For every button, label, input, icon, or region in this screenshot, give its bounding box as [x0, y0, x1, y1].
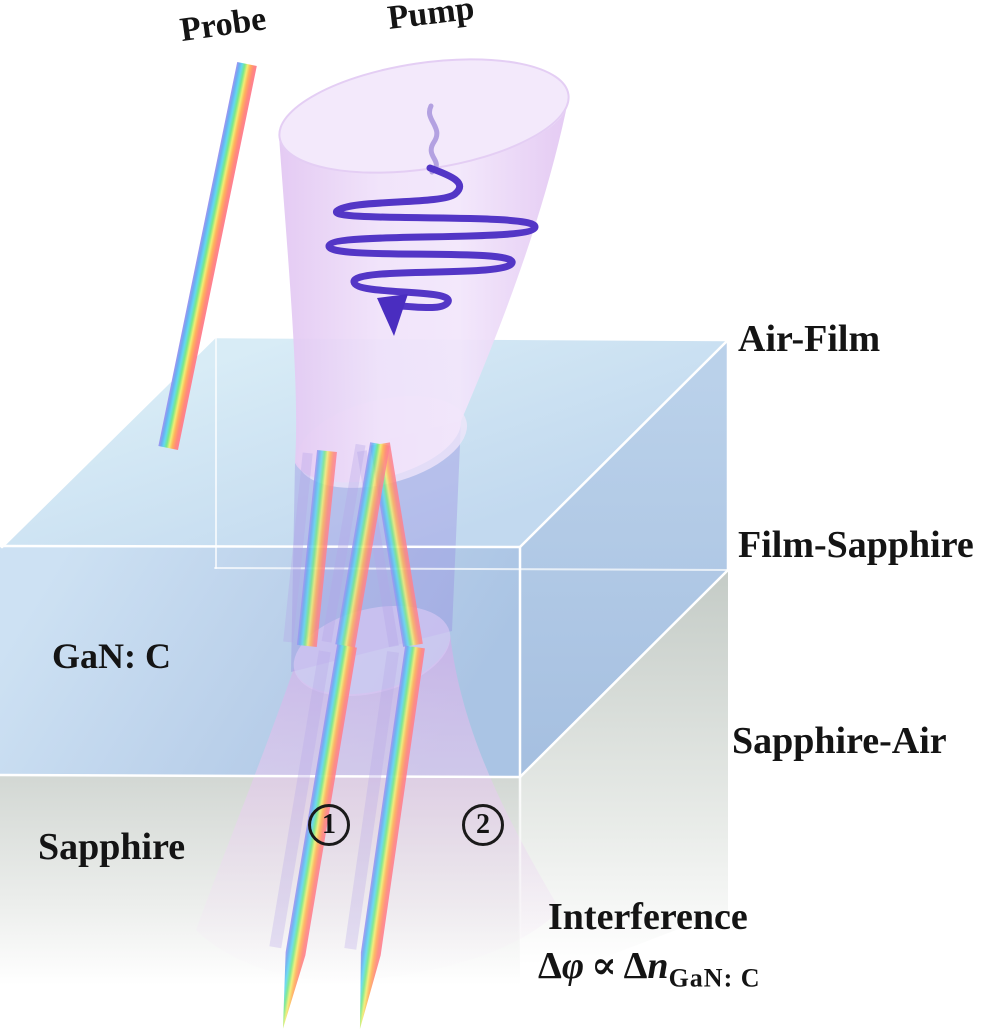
interference-title: Interference [548, 896, 748, 938]
pump-cone-lower [196, 634, 560, 982]
phase-shift-formula: Δφ∝ΔnGaN: C [538, 942, 761, 994]
interface-label-film-sapphire: Film-Sapphire [738, 524, 974, 566]
interface-label-air-film: Air-Film [738, 318, 881, 360]
material-label-sapphire: Sapphire [38, 826, 186, 868]
refractive-index-symbol: n [647, 945, 669, 987]
delta-index-symbol: Δ [623, 945, 648, 987]
refractive-index-subscript: GaN: C [668, 963, 761, 993]
sapphire-right-face [520, 570, 728, 990]
probe-beam-internal-1 [283, 449, 337, 647]
transmitted-beam-2 [344, 645, 425, 1030]
delta-phase-symbol: Δ [538, 945, 562, 987]
pump-arrowhead [377, 294, 408, 336]
phase-symbol: φ [561, 945, 585, 987]
interface-label-sapphire-air: Sapphire-Air [732, 720, 947, 762]
probe-beam-internal-3 [321, 442, 390, 648]
film-right-face [520, 340, 728, 777]
probe-beam-incident [158, 61, 257, 451]
ray-marker-1: 1 [308, 804, 350, 846]
pump-cone-upper [278, 58, 570, 483]
ray-marker-1-number: 1 [322, 809, 336, 840]
pump-pulse-icon [325, 103, 539, 336]
material-label-gan-film: GaN: C [52, 636, 171, 676]
proportional-sign: ∝ [591, 945, 617, 987]
ray-marker-2: 2 [462, 804, 504, 846]
ray-marker-2-number: 2 [476, 809, 490, 840]
